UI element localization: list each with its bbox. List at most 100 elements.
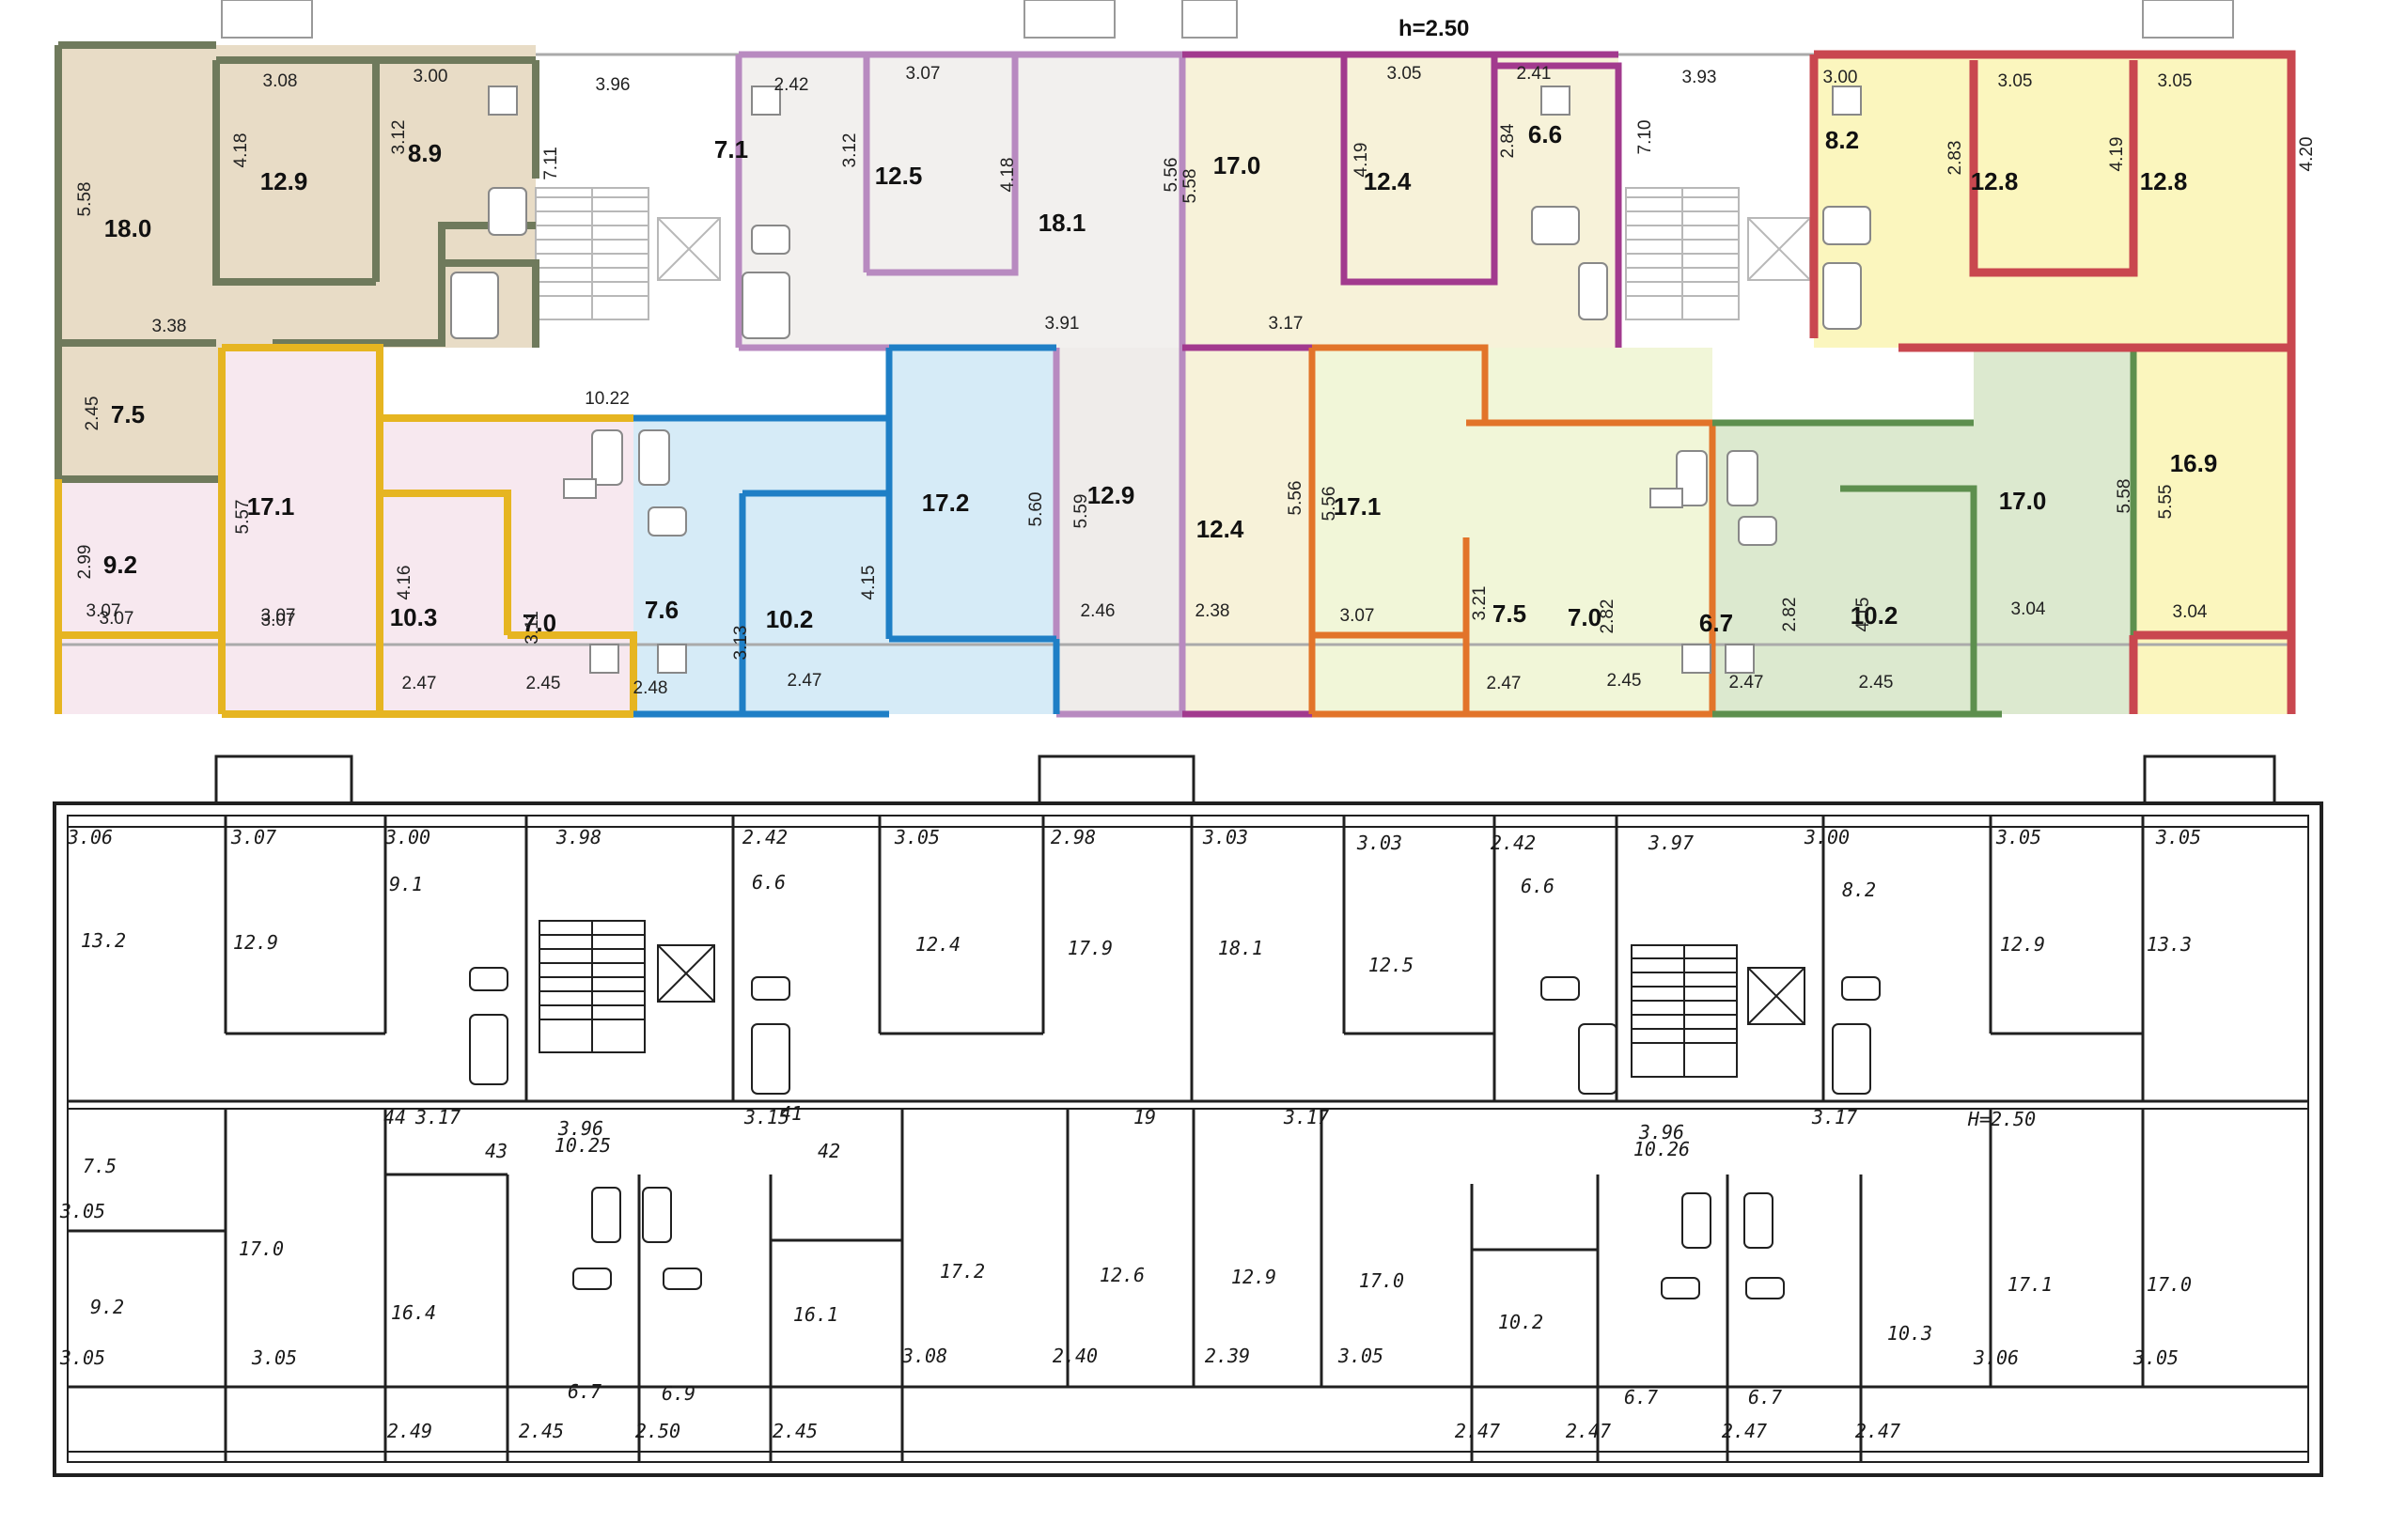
dimension-label: 2.47 xyxy=(1487,674,1522,693)
apt-lilac-fill xyxy=(1056,348,1182,714)
sketch-label: 10.3 xyxy=(1887,1322,1932,1345)
dimension-label: 3.91 xyxy=(1045,314,1080,334)
sketch-window-ticks xyxy=(68,826,2308,1453)
room-area: 17.1 xyxy=(247,492,295,521)
vertical-dimension-label: 5.58 xyxy=(2115,479,2134,514)
room-area: 18.0 xyxy=(104,214,152,242)
sketch-label: 3.05 xyxy=(251,1346,297,1369)
dimension-label: 3.07 xyxy=(1340,606,1375,626)
sketch-label: 10.25 xyxy=(555,1134,611,1157)
apt-blue-fill xyxy=(889,348,1056,714)
vertical-dimension-label: 4.19 xyxy=(1351,143,1371,178)
dimension-label: 2.46 xyxy=(1081,601,1116,621)
sketch-fixtures xyxy=(469,967,1881,1299)
sketch-label: 2.45 xyxy=(773,1420,818,1442)
bathroom-fixtures xyxy=(450,86,1871,674)
room-area: 12.4 xyxy=(1364,167,1412,195)
room-area: 12.8 xyxy=(1971,167,2019,195)
dimension-label: 3.07 xyxy=(261,611,296,630)
sketch-label: 3.97 xyxy=(1648,832,1694,854)
sketch-label: 3.03 xyxy=(1356,832,1402,854)
dimension-label: 10.22 xyxy=(585,389,630,409)
sketch-label: 16.4 xyxy=(391,1301,436,1324)
sketch-label: 2.47 xyxy=(1722,1420,1767,1442)
sketch-label: 6.7 xyxy=(1748,1386,1782,1408)
sketch-label: 17.9 xyxy=(1068,937,1113,959)
room-area: 10.2 xyxy=(766,605,814,633)
dimension-label: 3.93 xyxy=(1682,68,1717,87)
window-bay xyxy=(2142,0,2234,39)
sketch-label: 12.9 xyxy=(1231,1266,1276,1288)
dimension-label: 2.47 xyxy=(788,671,822,691)
sketch-label: 6.6 xyxy=(1521,875,1555,897)
apt-yellow-fill xyxy=(2133,348,2291,714)
dimension-label: 2.38 xyxy=(1195,601,1230,621)
sketch-label: 3.05 xyxy=(59,1346,105,1369)
room-area: 7.0 xyxy=(523,609,556,637)
vertical-dimension-label: 5.57 xyxy=(233,500,253,535)
vertical-dimension-label: 4.15 xyxy=(859,566,879,600)
vertical-dimension-label: 2.83 xyxy=(1945,141,1965,176)
room-area: 17.0 xyxy=(1213,151,1261,179)
sketch-label: 7.5 xyxy=(83,1155,117,1177)
sketch-label: 3.00 xyxy=(1804,826,1850,848)
sketch-label: 8.2 xyxy=(1842,879,1876,901)
sketch-label: 6.7 xyxy=(1624,1386,1658,1408)
room-area: 12.9 xyxy=(1087,481,1135,509)
sketch-label: 12.4 xyxy=(915,933,961,956)
vertical-dimension-label: 4.19 xyxy=(2107,137,2127,172)
sketch-plan xyxy=(53,754,2323,1477)
apt-yellow-fill xyxy=(1814,54,2291,348)
vertical-dimension-label: 4.16 xyxy=(395,566,414,600)
sketch-label: 2.39 xyxy=(1205,1345,1250,1367)
ceiling-height-label: h=2.50 xyxy=(1398,16,1469,41)
colored-plan: h=2.50 18.012.98.97.112.518.117.012.46.6… xyxy=(55,0,2317,718)
vertical-dimension-label: 4.18 xyxy=(998,158,1018,193)
sketch-label: 3.07 xyxy=(230,826,276,848)
sketch-label: 2.47 xyxy=(1455,1420,1500,1442)
dimension-label: 3.08 xyxy=(263,71,298,91)
vertical-dimension-label: 3.21 xyxy=(1470,586,1490,621)
sketch-label: 13.3 xyxy=(2147,933,2192,956)
apt-lilac-fill xyxy=(739,54,1182,348)
sketch-label: 3.17 xyxy=(1283,1106,1329,1128)
stairwell xyxy=(535,187,1811,320)
sketch-stairs xyxy=(539,920,1805,1078)
room-area: 8.2 xyxy=(1825,126,1859,154)
sketch-label: 44 xyxy=(383,1106,406,1128)
dimension-label: 2.45 xyxy=(1859,673,1894,692)
vertical-dimension-label: 5.58 xyxy=(1180,169,1200,204)
walls-red xyxy=(1809,50,2296,714)
room-area: 10.3 xyxy=(390,603,438,631)
sketch-label: 2.98 xyxy=(1051,826,1096,848)
room-area: 7.1 xyxy=(714,135,748,163)
room-area: 7.5 xyxy=(1492,599,1526,628)
sketch-label: 3.00 xyxy=(384,826,430,848)
room-area: 17.1 xyxy=(1334,492,1382,521)
vertical-dimension-label: 5.56 xyxy=(1162,158,1181,193)
sketch-label: 3.05 xyxy=(59,1200,105,1222)
sketch-label: 17.0 xyxy=(239,1237,284,1260)
sketch-label: 12.9 xyxy=(233,931,278,954)
sketch-bay xyxy=(214,754,353,803)
dimension-label: 3.96 xyxy=(596,75,631,95)
window-bay xyxy=(1181,0,1238,39)
room-area: 17.0 xyxy=(1999,487,2047,515)
sketch-label: 3.96 xyxy=(557,1117,603,1140)
sketch-label: 43 xyxy=(485,1140,508,1162)
sketch-label: 3.08 xyxy=(901,1345,947,1367)
sketch-bay xyxy=(1038,754,1195,803)
vertical-dimension-label: 3.11 xyxy=(523,611,542,645)
sketch-label: 3.03 xyxy=(1202,826,1248,848)
sketch-label: 42 xyxy=(818,1140,840,1162)
sketch-label: 2.50 xyxy=(635,1420,680,1442)
sketch-label: 3.17 xyxy=(414,1106,461,1128)
sketch-label: 3.05 xyxy=(2133,1346,2179,1369)
sketch-label: 6.9 xyxy=(662,1382,695,1405)
dimension-label: 2.45 xyxy=(526,674,561,693)
window-bay xyxy=(221,0,313,39)
apt-green-fill xyxy=(1974,348,2133,714)
room-area: 6.7 xyxy=(1699,609,1733,637)
